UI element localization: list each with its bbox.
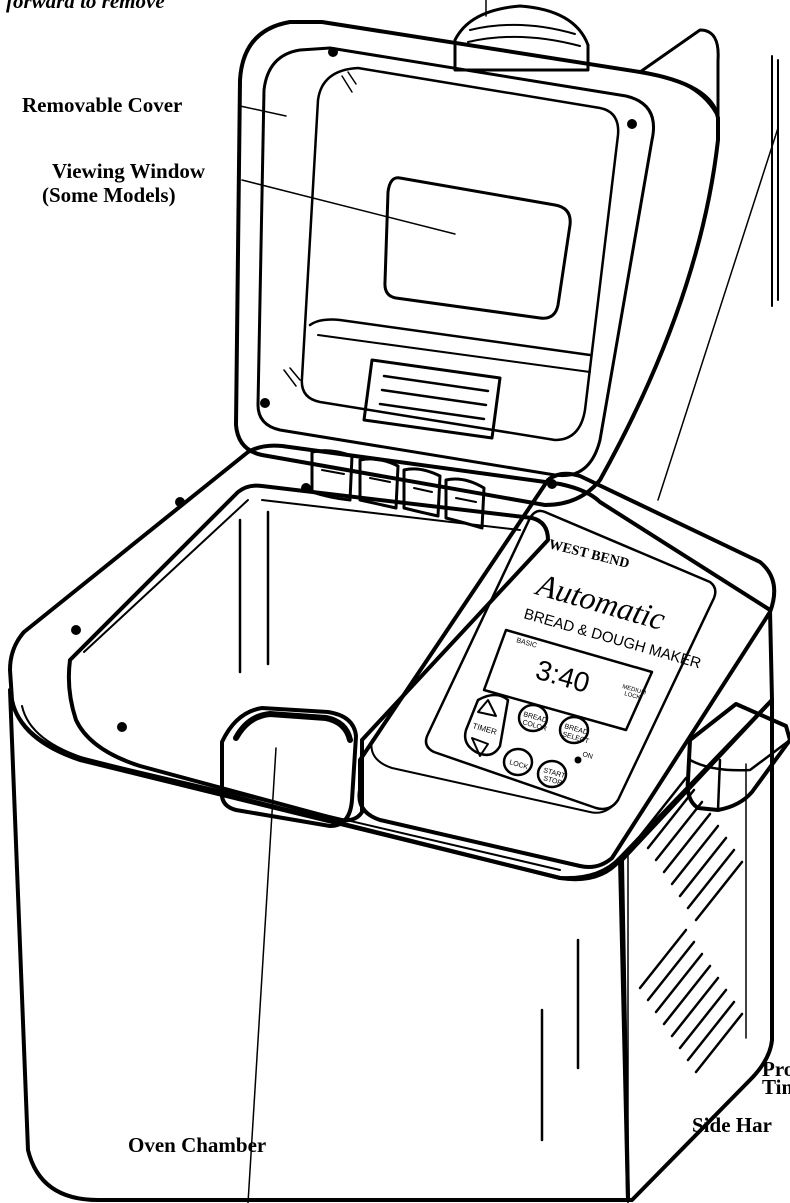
removable-cover-label: Removable Cover [22,93,182,117]
side-handle-label: Side Har [692,1113,772,1137]
svg-text:LOCK: LOCK [508,759,529,771]
svg-text:ON: ON [581,751,593,761]
screw [260,398,270,408]
power-indicator: ON [575,751,594,763]
removable-cover [236,6,718,505]
screw [117,722,127,732]
top-note-label: forward to remove [6,0,165,13]
lock-button[interactable]: LOCK [504,749,532,775]
leader-lines [240,0,778,1203]
screw [71,625,81,635]
screw [301,483,311,493]
timer-buttons: TIMER [465,695,508,756]
timer-up-button[interactable] [478,700,496,716]
start-stop-button[interactable]: START STOP [538,761,567,787]
oven-chamber-label: Oven Chamber [128,1133,266,1157]
screw [328,47,338,57]
viewing-window-label-2: (Some Models) [42,183,176,207]
screw [175,497,185,507]
lid-vent-grille [364,360,500,438]
bread-select-button[interactable]: BREAD SELECT [560,717,590,746]
timer-label: TIMER [471,721,498,737]
screw [627,119,637,129]
viewing-window-label-1: Viewing Window [52,159,206,183]
right-label-line-2: Tim [762,1075,790,1099]
viewing-window [385,178,570,318]
display-time: 3:40 [532,654,593,699]
bread-color-button[interactable]: BREAD COLOR [519,705,548,733]
